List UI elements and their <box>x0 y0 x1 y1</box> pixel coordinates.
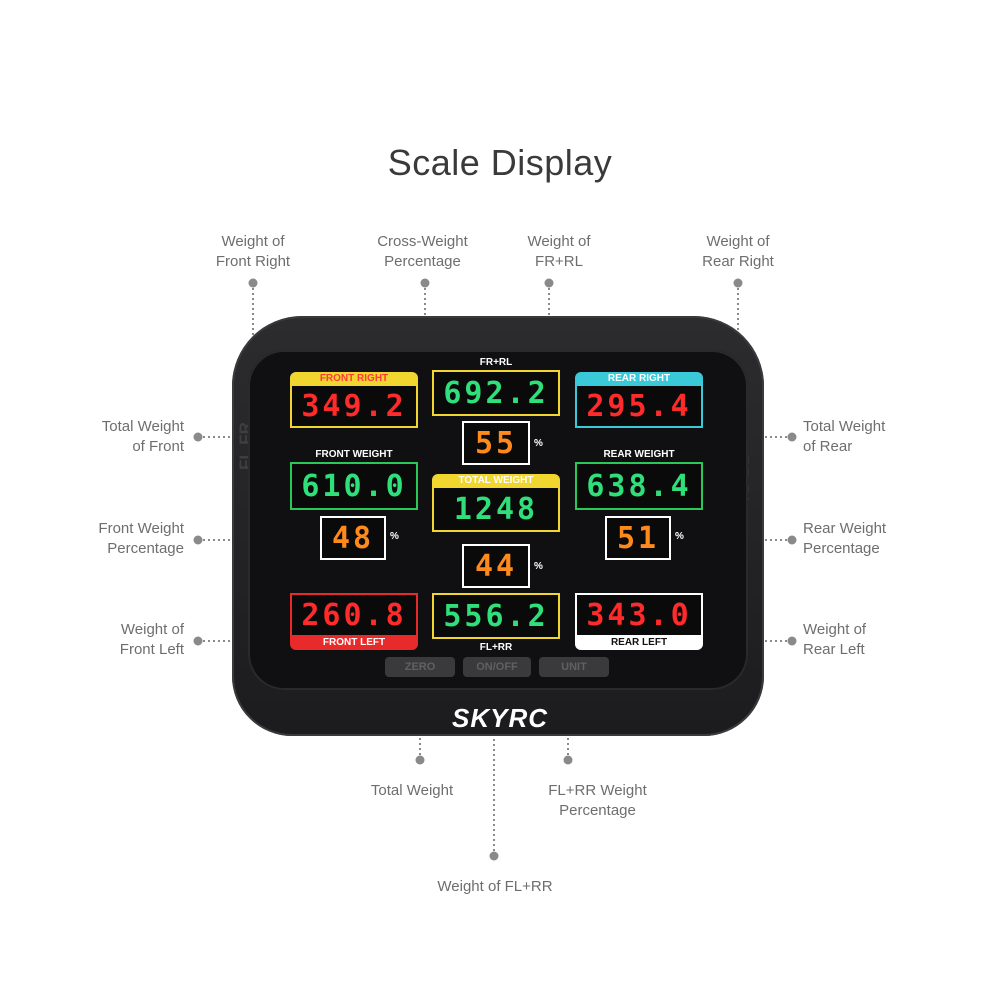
label-weight-rear-left: Weight of Rear Left <box>803 621 867 658</box>
front-left-label: FRONT LEFT <box>290 637 418 650</box>
front-left-display: 260.8 <box>290 593 418 637</box>
rear-left-label: REAR LEFT <box>575 637 703 650</box>
front-weight-pct-display: 48 <box>320 516 386 560</box>
label-weight-rear-right: Weight of Rear Right <box>702 233 774 270</box>
label-fl-rr-weight-pct: FL+RR Weight Percentage <box>548 782 647 819</box>
label-total-weight-rear: Total Weight of Rear <box>803 418 886 455</box>
cross-weight-pct-display: 55 <box>462 421 530 465</box>
fr-rl-label: FR+RL <box>479 357 513 368</box>
rear-weight-display: 638.4 <box>575 462 703 510</box>
on-off-button[interactable]: ON/OFF <box>463 657 531 677</box>
label-weight-front-right: Weight of Front Right <box>215 233 291 270</box>
fl-rr-display: 556.2 <box>432 593 560 639</box>
label-front-weight-pct: Front Weight Percentage <box>98 520 184 557</box>
front-right-display: 349.2 <box>290 384 418 428</box>
rear-weight-label: REAR WEIGHT <box>603 449 675 460</box>
label-total-weight-front: Total Weight of Front <box>101 418 184 455</box>
label-cross-weight-pct: Cross-Weight Percentage <box>377 233 468 270</box>
brand-logo: SKYRC <box>451 703 548 733</box>
page-title: Scale Display <box>387 142 613 183</box>
rear-left-display: 343.0 <box>575 593 703 637</box>
fl-rr-pct-display: 44 <box>462 544 530 588</box>
label-weight-fl-rr: Weight of FL+RR <box>437 878 553 895</box>
rear-right-label: REAR RIGHT <box>575 372 703 385</box>
label-weight-fr-rl: Weight of FR+RL <box>527 233 591 270</box>
fl-rr-label: FL+RR <box>479 642 513 653</box>
zero-button[interactable]: ZERO <box>385 657 455 677</box>
fr-rl-display: 692.2 <box>432 370 560 416</box>
rear-weight-pct-display: 51 <box>605 516 671 560</box>
front-pct-sign: % <box>390 531 399 542</box>
fl-rr-pct-sign: % <box>534 561 543 572</box>
front-right-label: FRONT RIGHT <box>290 372 418 385</box>
total-weight-label: TOTAL WEIGHT <box>432 474 560 487</box>
front-weight-display: 610.0 <box>290 462 418 510</box>
unit-button[interactable]: UNIT <box>539 657 609 677</box>
label-rear-weight-pct: Rear Weight Percentage <box>803 520 887 557</box>
rear-pct-sign: % <box>675 531 684 542</box>
total-weight-display: 1248 <box>432 486 560 532</box>
label-weight-front-left: Weight of Front Left <box>119 621 184 658</box>
cross-pct-sign: % <box>534 438 543 449</box>
rear-right-display: 295.4 <box>575 384 703 428</box>
front-weight-label: FRONT WEIGHT <box>315 449 393 460</box>
label-total-weight: Total Weight <box>370 782 454 799</box>
